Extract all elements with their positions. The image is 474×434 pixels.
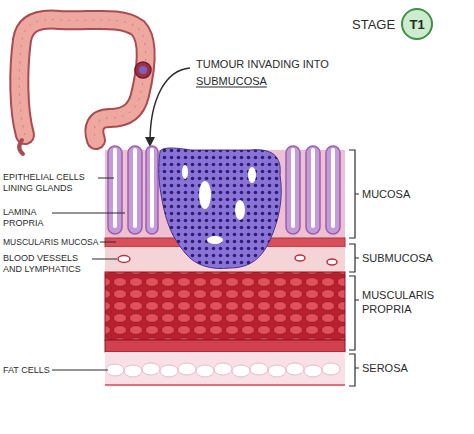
- tissue-section: [105, 146, 345, 385]
- stage-circle: T1: [401, 8, 433, 40]
- colon-drawing: [19, 20, 151, 154]
- stage-badge: STAGE T1: [352, 8, 433, 40]
- part-label: LAMINA PROPRIA: [3, 207, 53, 229]
- stage-heading: STAGE: [352, 17, 395, 32]
- part-label: BLOOD VESSELS AND LYMPHATICS: [3, 253, 93, 275]
- layer-label: MUCOSA: [362, 188, 462, 201]
- pointer-arrow: [150, 68, 190, 142]
- part-label: FAT CELLS: [3, 365, 53, 376]
- part-label: MUSCULARIS MUCOSA: [3, 237, 103, 248]
- layer-brackets: [349, 150, 359, 386]
- layer-label: SEROSA: [362, 362, 462, 375]
- part-label: EPITHELIAL CELLS LINING GLANDS: [3, 172, 99, 194]
- callout-text: TUMOUR INVADING INTO SUBMUCOSA: [196, 56, 366, 90]
- layer-label: MUSCULARIS PROPRIA: [362, 288, 442, 316]
- layer-label: SUBMUCOSA: [362, 252, 462, 265]
